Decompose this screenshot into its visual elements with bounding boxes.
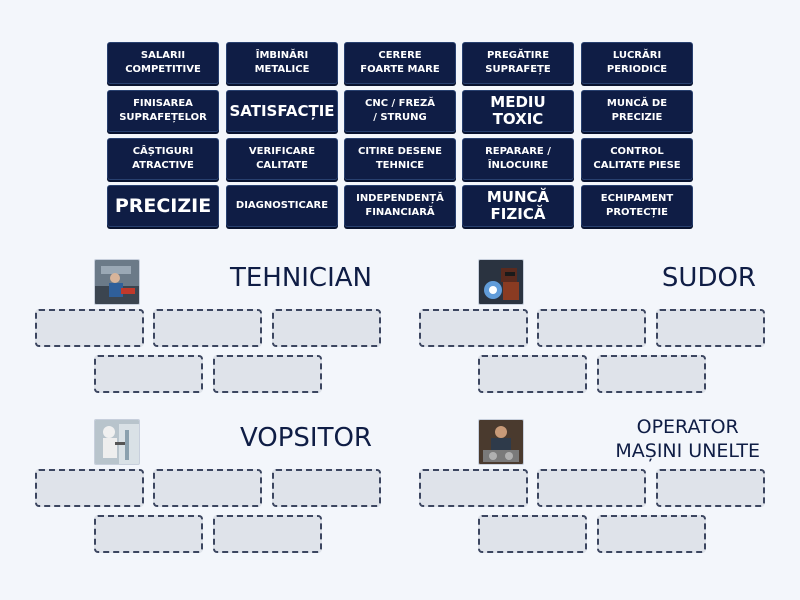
answer-tile[interactable]: FINISAREA SUPRAFEȚELOR xyxy=(107,90,219,132)
drop-slot[interactable] xyxy=(419,309,528,347)
answer-tile[interactable]: DIAGNOSTICARE xyxy=(226,185,338,227)
category-operator-masini-unelte: OPERATOR MAȘINI UNELTE xyxy=(414,415,794,565)
answer-tile[interactable]: CNC / FREZĂ / STRUNG xyxy=(344,90,456,132)
drop-slot[interactable] xyxy=(597,515,706,553)
answer-tile[interactable]: PREGĂTIRE SUPRAFEȚE xyxy=(462,42,574,84)
technician-photo xyxy=(94,259,140,305)
category-title: SUDOR xyxy=(661,263,756,293)
drop-slot[interactable] xyxy=(537,469,646,507)
answer-tile[interactable]: VERIFICARE CALITATE xyxy=(226,138,338,180)
welder-photo xyxy=(478,259,524,305)
answer-tile[interactable]: MUNCĂ DE PRECIZIE xyxy=(581,90,693,132)
category-tehnician: TEHNICIAN xyxy=(30,255,410,405)
drop-slot[interactable] xyxy=(35,469,144,507)
drop-slot[interactable] xyxy=(419,469,528,507)
answer-tile[interactable]: CITIRE DESENE TEHNICE xyxy=(344,138,456,180)
drop-slot[interactable] xyxy=(656,309,765,347)
answer-tile[interactable]: INDEPENDENȚĂ FINANCIARĂ xyxy=(344,185,456,227)
answer-tile[interactable]: PRECIZIE xyxy=(107,185,219,227)
drop-slot[interactable] xyxy=(656,469,765,507)
drop-slot[interactable] xyxy=(94,355,203,393)
answer-tile[interactable]: CONTROL CALITATE PIESE xyxy=(581,138,693,180)
drop-slot[interactable] xyxy=(478,515,587,553)
drop-slot[interactable] xyxy=(537,309,646,347)
drop-slot[interactable] xyxy=(213,515,322,553)
answer-tile[interactable]: ÎMBINĂRI METALICE xyxy=(226,42,338,84)
drop-slot[interactable] xyxy=(153,309,262,347)
answer-tile[interactable]: ECHIPAMENT PROTECȚIE xyxy=(581,185,693,227)
answer-tile[interactable]: CERERE FOARTE MARE xyxy=(344,42,456,84)
category-title: TEHNICIAN xyxy=(229,263,372,293)
answer-tile[interactable]: MEDIU TOXIC xyxy=(462,90,574,132)
category-title: OPERATOR MAȘINI UNELTE xyxy=(615,416,760,462)
drop-slot[interactable] xyxy=(597,355,706,393)
machine-operator-photo xyxy=(478,419,524,465)
drop-slot[interactable] xyxy=(272,309,381,347)
answer-tile[interactable]: SALARII COMPETITIVE xyxy=(107,42,219,84)
category-title: VOPSITOR xyxy=(239,423,372,453)
drop-slot[interactable] xyxy=(94,515,203,553)
answer-tile[interactable]: LUCRĂRI PERIODICE xyxy=(581,42,693,84)
painter-photo xyxy=(94,419,140,465)
drop-slot[interactable] xyxy=(478,355,587,393)
drop-slot[interactable] xyxy=(153,469,262,507)
category-vopsitor: VOPSITOR xyxy=(30,415,410,565)
drop-slot[interactable] xyxy=(35,309,144,347)
answer-tile[interactable]: REPARARE / ÎNLOCUIRE xyxy=(462,138,574,180)
answer-tile[interactable]: MUNCĂ FIZICĂ xyxy=(462,185,574,227)
drop-slot[interactable] xyxy=(213,355,322,393)
answer-tile[interactable]: SATISFACȚIE xyxy=(226,90,338,132)
drop-slot[interactable] xyxy=(272,469,381,507)
category-sudor: SUDOR xyxy=(414,255,794,405)
answer-tile[interactable]: CÂȘTIGURI ATRACTIVE xyxy=(107,138,219,180)
